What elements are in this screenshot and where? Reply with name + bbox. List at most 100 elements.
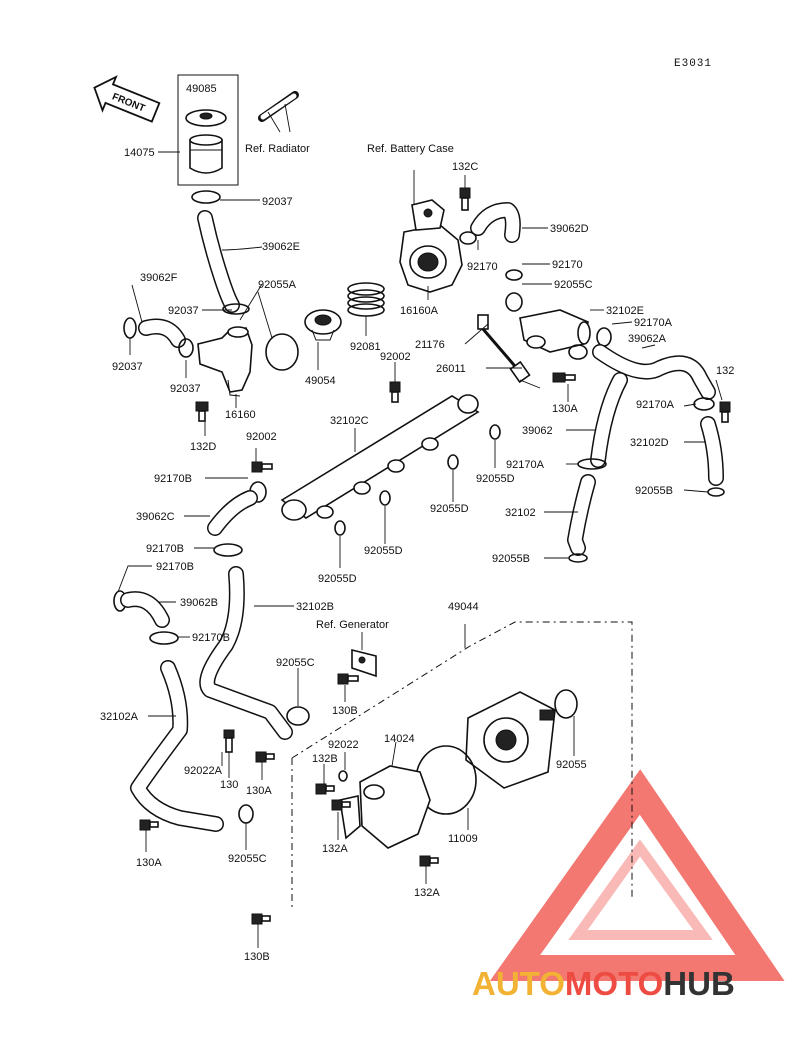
label-32102: 32102	[505, 507, 536, 519]
clamp-92170-b	[505, 269, 523, 281]
bolt-130A-mid	[255, 751, 275, 763]
pump-cover-14024	[339, 765, 431, 849]
label-39062E: 39062E	[262, 241, 300, 253]
label-14024: 14024	[384, 733, 415, 745]
label-39062F: 39062F	[140, 272, 178, 284]
label-92055B-a: 92055B	[635, 485, 673, 497]
label-92170-a: 92170	[467, 261, 498, 273]
thermostat-49054	[304, 309, 342, 341]
ref-generator-label: Ref. Generator	[316, 619, 389, 631]
hose-39062	[590, 372, 628, 468]
bolt-130A-top	[552, 372, 576, 383]
label-49044: 49044	[448, 601, 479, 613]
label-92170B-a: 92170B	[154, 473, 192, 485]
label-130: 130	[220, 779, 238, 791]
label-49085: 49085	[186, 83, 217, 95]
label-39062: 39062	[522, 425, 553, 437]
label-11009: 11009	[448, 833, 478, 845]
label-32102D: 32102D	[630, 437, 669, 449]
clamp-92170A-a	[596, 327, 612, 347]
label-92081: 92081	[350, 341, 381, 353]
hose-39062D	[470, 202, 521, 243]
label-92022: 92022	[328, 739, 359, 751]
label-32102C: 32102C	[330, 415, 369, 427]
bolt-92002-b	[251, 461, 273, 473]
label-92055D-b: 92055D	[430, 503, 469, 515]
label-26011: 26011	[436, 363, 466, 375]
clamp-92037-mid	[222, 303, 250, 315]
label-92037-low: 92037	[170, 383, 201, 395]
assembly-boundary-line	[291, 621, 633, 908]
label-130A-a: 130A	[552, 403, 578, 415]
thermostat-housing-16160	[197, 326, 253, 397]
watermark-text: AUTOMOTOHUB	[472, 965, 735, 1002]
spring-92081	[347, 282, 385, 317]
o-ring-92055D-d	[334, 520, 346, 536]
label-92055C-top: 92055C	[554, 279, 593, 291]
label-92037-top: 92037	[262, 196, 293, 208]
label-16160A: 16160A	[400, 305, 439, 317]
bolt-132D	[195, 401, 209, 422]
label-92170A-b: 92170A	[636, 399, 675, 411]
bolt-130B-b	[251, 913, 271, 925]
label-92055D-d: 92055D	[318, 573, 357, 585]
label-39062A: 39062A	[628, 333, 667, 345]
watermark-logo-triangle	[489, 769, 785, 981]
clamp-92170B-d	[149, 631, 179, 645]
leader-lines	[117, 151, 723, 948]
label-92055C-low: 92055C	[228, 853, 267, 865]
label-130A-c: 130A	[136, 857, 162, 869]
clamp-92037-top	[191, 190, 221, 204]
bolt-132A-b	[419, 855, 439, 867]
label-92055B-b: 92055B	[492, 553, 530, 565]
ref-battery-case-label: Ref. Battery Case	[367, 143, 454, 155]
clamp-92170A-d	[693, 397, 715, 411]
label-92055D-c: 92055D	[364, 545, 403, 557]
temp-sensor-21176	[477, 314, 541, 389]
label-92037-left: 92037	[112, 361, 143, 373]
o-ring-92055B-b	[568, 553, 588, 563]
clamp-92170B-b	[213, 543, 243, 557]
svg-text:AUTOMOTOHUB: AUTOMOTOHUB	[472, 965, 735, 1002]
o-ring-92055C-low	[238, 804, 254, 824]
bolt-92002-a	[389, 381, 401, 403]
label-92022A: 92022A	[184, 765, 223, 777]
label-130B-b: 130B	[244, 951, 270, 963]
bolt-132A-a	[331, 799, 351, 811]
label-14075: 14075	[124, 147, 155, 159]
label-39062C: 39062C	[136, 511, 175, 523]
hose-39062A	[592, 344, 716, 400]
label-92170B-d: 92170B	[192, 632, 230, 644]
label-92170B-b: 92170B	[146, 543, 184, 555]
o-ring-92055	[554, 689, 578, 719]
front-arrow: FRONT	[93, 75, 161, 123]
pipe-32102D	[700, 416, 724, 486]
radiator-ref-tube	[258, 91, 299, 133]
label-39062B: 39062B	[180, 597, 218, 609]
bolt-130B-a	[337, 673, 359, 685]
hose-39062B	[120, 591, 170, 628]
label-132A-b: 132A	[414, 887, 440, 899]
label-92055C-mid: 92055C	[276, 657, 315, 669]
label-16160: 16160	[225, 409, 256, 421]
generator-ref-bracket	[351, 648, 377, 678]
label-132B: 132B	[312, 753, 338, 765]
label-92170-b: 92170	[552, 259, 583, 271]
fitting-32102E	[519, 309, 591, 353]
bolt-130A-left	[139, 819, 159, 831]
o-ring-92055C-mid	[286, 706, 310, 726]
ref-radiator-label: Ref. Radiator	[245, 143, 310, 155]
hose-39062F	[138, 318, 186, 348]
diagram-code: E3031	[674, 58, 712, 70]
clamp-92037-left	[123, 317, 137, 339]
watermark-moto: MOTO	[565, 965, 663, 1002]
o-ring-92055C-top	[505, 292, 523, 312]
pipe-32102	[567, 474, 596, 556]
water-pipe-32102C	[280, 394, 480, 521]
radiator-cap-assembly	[177, 74, 239, 186]
label-92170A-a: 92170A	[634, 317, 673, 329]
label-92055D-a: 92055D	[476, 473, 515, 485]
o-ring-92055D-b	[447, 454, 459, 470]
washer-92022	[338, 770, 348, 782]
label-39062D: 39062D	[550, 223, 589, 235]
